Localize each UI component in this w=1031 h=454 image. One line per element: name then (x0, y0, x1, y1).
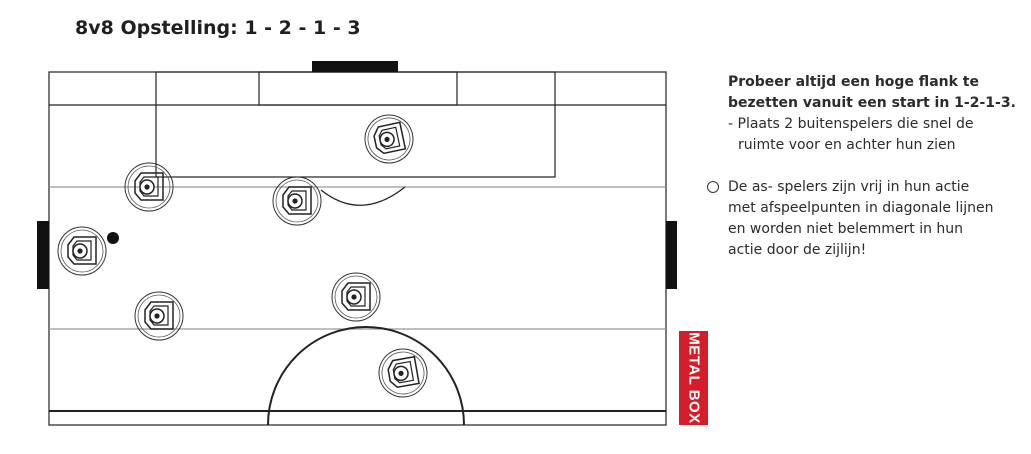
player-icon (331, 272, 381, 322)
center-circle-arc (267, 326, 465, 426)
notes-bullet: De as- spelers zijn vrij in hun actie me… (707, 177, 1028, 261)
notes-lead-line: bezetten vanuit een start in 1-2-1-3. (728, 95, 1016, 111)
pitch-outline (48, 71, 667, 426)
notes-bullet-line: De as- spelers zijn vrij in hun actie (728, 179, 970, 195)
penalty-arc (320, 186, 406, 206)
player-icon (374, 344, 432, 402)
notes-lead-line: Probeer altijd een hoge flank te (728, 74, 979, 90)
brand-logo: METAL BOX (679, 331, 708, 425)
notes-bullet-line: en worden niet belemmert in hun (728, 221, 964, 237)
brand-logo-text: METAL BOX (685, 332, 702, 424)
penalty-box (155, 71, 556, 178)
notes-sub-line: ruimte voor en achter hun zien (738, 137, 956, 153)
player-icon (359, 109, 419, 169)
notes-bullet-line: met afspeelpunten in diagonale lijnen (728, 200, 994, 216)
player-icon (57, 226, 107, 276)
right-goal (666, 221, 677, 289)
player-icon (272, 176, 322, 226)
left-goal (37, 221, 49, 289)
notes-sub-line: - Plaats 2 buitenspelers die snel de (728, 116, 974, 132)
top-goal (312, 61, 398, 72)
notes-bullet-line: actie door de zijlijn! (728, 242, 867, 258)
player-icon (134, 291, 184, 341)
coaching-notes: Probeer altijd een hoge flank te bezette… (707, 72, 1028, 261)
ball-icon (107, 232, 119, 244)
goal-box (258, 71, 458, 106)
page-title: 8v8 Opstelling: 1 - 2 - 1 - 3 (75, 17, 361, 39)
bullet-circle-icon (707, 181, 719, 193)
